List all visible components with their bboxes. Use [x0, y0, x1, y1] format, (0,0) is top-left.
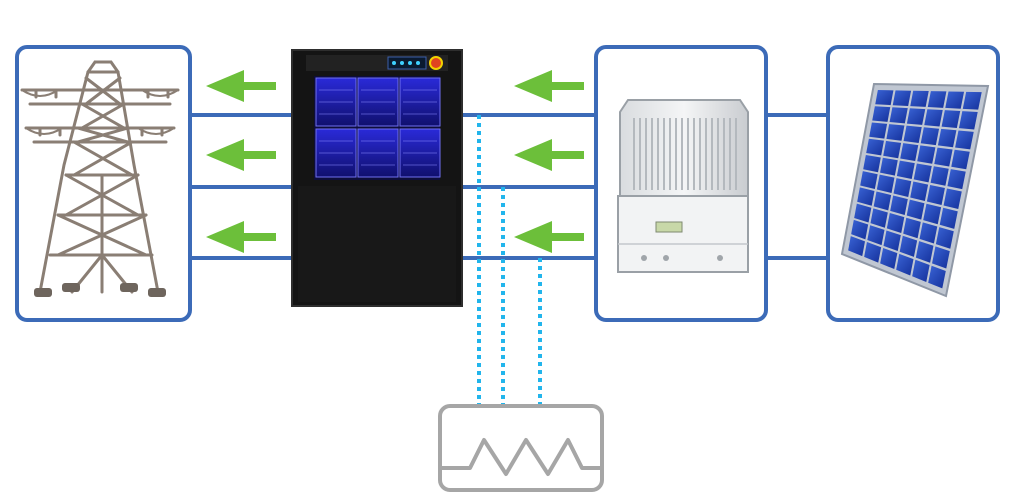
solar-cell: [906, 108, 926, 125]
flow-arrow-right-2: [514, 139, 584, 171]
emergency-stop-button: [429, 56, 443, 70]
solar-cell: [889, 107, 908, 124]
solar-cell: [958, 111, 978, 130]
resistor-load-icon: [438, 404, 604, 492]
solar-cell: [867, 225, 885, 246]
cabinet-lower-panel: [298, 186, 456, 302]
solar-cell: [910, 90, 929, 107]
solar-cell: [872, 106, 891, 122]
solar-cell: [930, 166, 949, 186]
inverter-display: [655, 221, 683, 233]
solar-cell: [896, 253, 914, 276]
solar-cell: [917, 145, 936, 164]
solar-cell: [863, 154, 881, 173]
solar-cell: [903, 217, 921, 239]
solar-cell: [919, 222, 938, 244]
flow-arrow-right-1: [514, 70, 584, 102]
solar-cell: [926, 184, 945, 205]
cabinet-top-panel: [306, 55, 448, 71]
grid-simulator-cabinet-icon: [291, 49, 463, 307]
simulator-inverter-lines: [462, 113, 596, 260]
solar-cell: [920, 127, 940, 146]
solar-cell: [955, 130, 974, 150]
solar-cell: [848, 236, 866, 257]
solar-cell: [860, 171, 878, 189]
solar-cell: [864, 242, 882, 263]
pv-inverter-icon: [617, 99, 749, 273]
solar-cell: [883, 140, 902, 159]
solar-cell: [857, 187, 875, 206]
solar-cell: [913, 163, 932, 183]
power-flow-arrows: [206, 70, 584, 253]
solar-cell: [906, 199, 925, 220]
solar-cell: [900, 143, 919, 161]
solar-cell: [943, 188, 962, 209]
solar-cell: [854, 203, 872, 223]
solar-cell: [883, 230, 901, 252]
solar-cell: [939, 207, 958, 229]
resistor-symbol: [440, 438, 602, 476]
solar-cell: [945, 91, 965, 109]
solar-cell: [927, 91, 947, 108]
solar-panel-icon: [840, 82, 990, 298]
inverter-front-panel: [617, 195, 749, 273]
flow-arrow-right-3: [514, 221, 584, 253]
solar-cell: [937, 128, 957, 148]
solar-cell: [890, 195, 908, 215]
solar-cell: [935, 227, 954, 249]
solar-cell: [903, 125, 922, 143]
solar-cell: [876, 174, 895, 193]
solar-cell: [941, 110, 961, 128]
flow-arrow-left-3: [206, 221, 276, 253]
solar-cell: [915, 241, 934, 263]
flow-arrow-left-1: [206, 70, 276, 102]
flow-arrow-left-2: [206, 139, 276, 171]
solar-cell: [947, 169, 966, 190]
solar-cell: [934, 147, 953, 167]
solar-cell: [886, 213, 905, 234]
inverter-panel-lines: [766, 113, 828, 260]
solar-cell: [962, 91, 982, 110]
solar-cell: [886, 124, 905, 141]
solar-cell: [896, 160, 915, 179]
solar-cell: [880, 157, 898, 176]
solar-cell: [951, 149, 970, 170]
solar-cell: [910, 181, 929, 201]
solar-cell: [851, 219, 869, 240]
solar-cell: [875, 89, 894, 106]
solar-cell: [923, 203, 942, 225]
solar-cell: [912, 259, 930, 282]
solar-cell: [892, 90, 912, 106]
solar-cell: [866, 138, 884, 156]
cabinet-screens: [314, 76, 441, 180]
solar-cell: [924, 109, 943, 127]
solar-cell: [873, 191, 892, 211]
tower-feet: [34, 283, 166, 297]
solar-cell: [928, 265, 946, 289]
cabinet-control-panel: [387, 56, 427, 70]
grid-simulator-lines: [190, 113, 292, 260]
load-connections: [477, 115, 542, 406]
solar-cell: [870, 208, 888, 228]
transmission-tower-icon: [20, 60, 180, 297]
solar-cell: [893, 178, 912, 197]
solar-cell: [932, 246, 950, 269]
solar-cell: [899, 235, 918, 257]
solar-cell: [880, 247, 898, 270]
solar-cell: [869, 122, 888, 139]
